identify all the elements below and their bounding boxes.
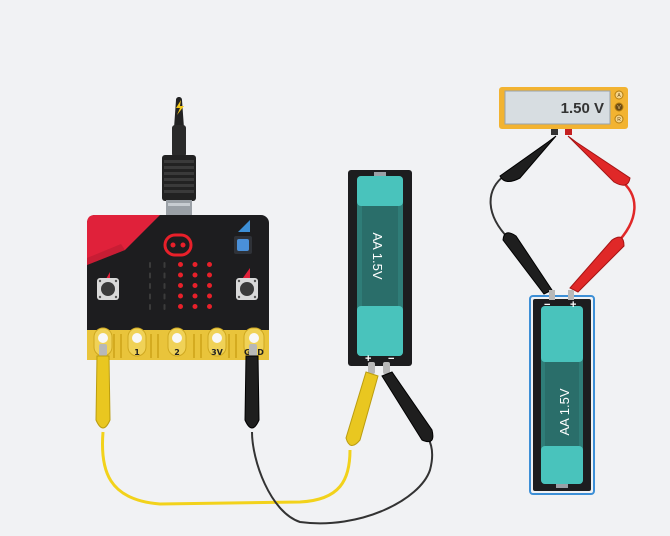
led-0-4 <box>207 262 212 267</box>
microbit-logo <box>163 233 193 257</box>
led-2-1 <box>163 283 166 289</box>
led-3-1 <box>163 293 166 300</box>
led-4-2 <box>178 304 183 309</box>
probe-red-bottom[interactable] <box>569 236 625 293</box>
bluetooth-triangle-icon <box>238 220 250 232</box>
multimeter-reading: 1.50 V <box>561 100 604 117</box>
led-3-2 <box>178 293 183 299</box>
pin-0[interactable]: 0 <box>93 327 113 357</box>
pin-1-label: 1 <box>134 348 140 357</box>
led-4-3 <box>192 304 198 309</box>
wire-red-meter[interactable] <box>614 179 636 246</box>
led-3-0 <box>149 293 151 300</box>
multimeter[interactable]: 1.50 V A V R <box>499 87 628 135</box>
battery-right-label: AA 1.5V <box>557 388 572 435</box>
mode-r-label[interactable]: R <box>617 117 621 123</box>
battery-left-minus: − <box>388 353 394 365</box>
led-0-3 <box>192 262 198 267</box>
usb-bolt-icon <box>176 100 184 115</box>
led-2-2 <box>178 283 183 288</box>
mode-v-label[interactable]: V <box>617 105 621 111</box>
led-4-1 <box>163 304 166 310</box>
led-2-4 <box>207 283 212 288</box>
mode-a-label[interactable]: A <box>617 93 621 99</box>
led-0-1 <box>163 262 166 268</box>
led-0-0 <box>149 262 151 268</box>
led-4-4 <box>207 304 212 309</box>
wire-yellow[interactable] <box>100 431 352 506</box>
alligator-clip-yellow-battery[interactable] <box>345 362 379 446</box>
battery-left-label: AA 1.5V <box>370 233 385 280</box>
pin-3v-label: 3V <box>211 348 224 357</box>
usb-cable <box>162 97 196 216</box>
wire-black-meter[interactable] <box>489 174 511 241</box>
pin-2-label: 2 <box>174 348 180 357</box>
alligator-clip-black-gnd[interactable] <box>244 344 260 429</box>
led-1-2 <box>178 272 183 278</box>
battery-right-minus: − <box>544 299 550 311</box>
alligator-clip-yellow-pin0[interactable] <box>95 344 111 429</box>
battery-left-plus: + <box>365 353 371 365</box>
wire-black-gnd[interactable] <box>251 431 434 525</box>
microbit-board[interactable]: 0 1 2 3V GND <box>87 97 269 360</box>
battery-left[interactable]: AA 1.5V + − <box>348 170 412 366</box>
led-2-3 <box>192 283 198 288</box>
pin-3v[interactable]: 3V <box>207 327 227 357</box>
alligator-clip-black-battery[interactable] <box>381 362 434 443</box>
led-matrix <box>149 262 212 310</box>
button-a[interactable] <box>97 278 119 300</box>
button-b[interactable] <box>236 278 258 300</box>
reset-button[interactable] <box>234 236 252 254</box>
probe-black-top[interactable] <box>499 135 557 182</box>
led-3-3 <box>192 293 198 299</box>
pin-1[interactable]: 1 <box>127 327 147 357</box>
led-2-0 <box>149 283 151 289</box>
probe-red-top[interactable] <box>567 135 631 186</box>
led-0-2 <box>178 262 183 267</box>
led-4-0 <box>149 304 151 310</box>
led-1-0 <box>149 272 151 279</box>
battery-right[interactable]: AA 1.5V − + <box>529 290 595 495</box>
led-3-4 <box>207 293 212 299</box>
led-1-4 <box>207 272 212 278</box>
probe-black-bottom[interactable] <box>502 232 553 295</box>
led-1-3 <box>192 272 198 278</box>
battery-right-plus: + <box>570 299 576 311</box>
pin-2[interactable]: 2 <box>167 327 187 357</box>
led-1-1 <box>163 272 166 279</box>
